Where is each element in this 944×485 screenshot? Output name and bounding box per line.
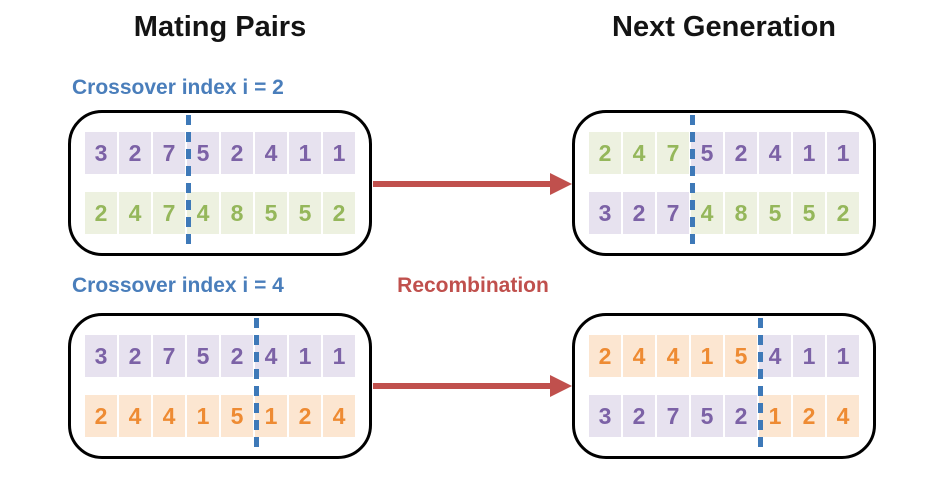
gene-cell: 2 bbox=[589, 132, 621, 174]
gene-cell: 2 bbox=[827, 192, 859, 234]
gene-cell: 2 bbox=[221, 335, 253, 377]
gene-cell: 5 bbox=[187, 335, 219, 377]
gene-cell: 3 bbox=[85, 132, 117, 174]
crossover-divider-line bbox=[690, 115, 695, 251]
chromosome-row: 3 2 7 5 2 4 1 1 bbox=[85, 335, 355, 377]
gene-cell: 4 bbox=[827, 395, 859, 437]
mating-pairs-title: Mating Pairs bbox=[133, 11, 307, 43]
arrow-shaft bbox=[373, 181, 551, 187]
gene-cell: 4 bbox=[759, 335, 791, 377]
offspring-1-box: 2 4 7 5 2 4 1 1 3 2 7 4 8 5 5 2 bbox=[572, 110, 876, 256]
mating-pair-1-box: 3 2 7 5 2 4 1 1 2 4 7 4 8 5 5 2 bbox=[68, 110, 372, 256]
chromosome-row: 3 2 7 5 2 1 2 4 bbox=[589, 395, 859, 437]
gene-cell: 4 bbox=[255, 335, 287, 377]
gene-cell: 7 bbox=[657, 132, 689, 174]
gene-cell: 4 bbox=[119, 192, 151, 234]
gene-cell: 4 bbox=[759, 132, 791, 174]
gene-cell: 2 bbox=[589, 335, 621, 377]
chromosome-row: 2 4 4 1 5 4 1 1 bbox=[589, 335, 859, 377]
arrow-shaft bbox=[373, 383, 551, 389]
gene-cell: 2 bbox=[119, 335, 151, 377]
gene-cell: 1 bbox=[187, 395, 219, 437]
gene-cell: 2 bbox=[793, 395, 825, 437]
gene-cell: 3 bbox=[85, 335, 117, 377]
gene-cell: 1 bbox=[793, 132, 825, 174]
gene-cell: 4 bbox=[255, 132, 287, 174]
gene-cell: 5 bbox=[255, 192, 287, 234]
gene-cell: 2 bbox=[323, 192, 355, 234]
gene-cell: 2 bbox=[85, 395, 117, 437]
next-generation-title: Next Generation bbox=[612, 11, 836, 43]
gene-cell: 3 bbox=[589, 192, 621, 234]
gene-cell: 1 bbox=[827, 132, 859, 174]
gene-cell: 4 bbox=[323, 395, 355, 437]
gene-cell: 4 bbox=[623, 132, 655, 174]
gene-cell: 3 bbox=[589, 395, 621, 437]
gene-cell: 5 bbox=[725, 335, 757, 377]
crossover-index-label-1: Crossover index i = 2 bbox=[72, 76, 284, 99]
chromosome-row: 3 2 7 5 2 4 1 1 bbox=[85, 132, 355, 174]
gene-cell: 7 bbox=[657, 192, 689, 234]
gene-cell: 7 bbox=[153, 132, 185, 174]
crossover-divider-line bbox=[254, 318, 259, 454]
gene-cell: 5 bbox=[793, 192, 825, 234]
gene-cell: 4 bbox=[119, 395, 151, 437]
gene-cell: 2 bbox=[725, 132, 757, 174]
gene-cell: 7 bbox=[657, 395, 689, 437]
gene-cell: 4 bbox=[623, 335, 655, 377]
gene-cell: 2 bbox=[119, 132, 151, 174]
gene-cell: 4 bbox=[657, 335, 689, 377]
gene-cell: 2 bbox=[289, 395, 321, 437]
gene-cell: 5 bbox=[691, 132, 723, 174]
gene-cell: 8 bbox=[221, 192, 253, 234]
gene-cell: 1 bbox=[759, 395, 791, 437]
recombination-arrow-top bbox=[373, 173, 572, 195]
chromosome-row: 2 4 7 5 2 4 1 1 bbox=[589, 132, 859, 174]
chromosome-row: 2 4 7 4 8 5 5 2 bbox=[85, 192, 355, 234]
gene-cell: 7 bbox=[153, 192, 185, 234]
recombination-label: Recombination bbox=[397, 274, 549, 297]
gene-cell: 5 bbox=[221, 395, 253, 437]
offspring-2-box: 2 4 4 1 5 4 1 1 3 2 7 5 2 1 2 4 bbox=[572, 313, 876, 459]
gene-cell: 4 bbox=[187, 192, 219, 234]
gene-cell: 1 bbox=[289, 335, 321, 377]
gene-cell: 1 bbox=[323, 132, 355, 174]
gene-cell: 1 bbox=[289, 132, 321, 174]
crossover-divider-line bbox=[758, 318, 763, 454]
gene-cell: 2 bbox=[85, 192, 117, 234]
recombination-arrow-bottom bbox=[373, 375, 572, 397]
gene-cell: 1 bbox=[323, 335, 355, 377]
gene-cell: 1 bbox=[827, 335, 859, 377]
gene-cell: 5 bbox=[289, 192, 321, 234]
gene-cell: 2 bbox=[221, 132, 253, 174]
gene-cell: 2 bbox=[725, 395, 757, 437]
crossover-divider-line bbox=[186, 115, 191, 251]
mating-pair-2-box: 3 2 7 5 2 4 1 1 2 4 4 1 5 1 2 4 bbox=[68, 313, 372, 459]
gene-cell: 5 bbox=[759, 192, 791, 234]
gene-cell: 1 bbox=[255, 395, 287, 437]
gene-cell: 4 bbox=[691, 192, 723, 234]
arrow-head-icon bbox=[550, 173, 572, 195]
gene-cell: 5 bbox=[187, 132, 219, 174]
chromosome-row: 3 2 7 4 8 5 5 2 bbox=[589, 192, 859, 234]
gene-cell: 2 bbox=[623, 192, 655, 234]
gene-cell: 1 bbox=[691, 335, 723, 377]
gene-cell: 5 bbox=[691, 395, 723, 437]
chromosome-row: 2 4 4 1 5 1 2 4 bbox=[85, 395, 355, 437]
gene-cell: 8 bbox=[725, 192, 757, 234]
gene-cell: 4 bbox=[153, 395, 185, 437]
arrow-head-icon bbox=[550, 375, 572, 397]
gene-cell: 1 bbox=[793, 335, 825, 377]
crossover-index-label-2: Crossover index i = 4 bbox=[72, 274, 284, 297]
gene-cell: 7 bbox=[153, 335, 185, 377]
gene-cell: 2 bbox=[623, 395, 655, 437]
